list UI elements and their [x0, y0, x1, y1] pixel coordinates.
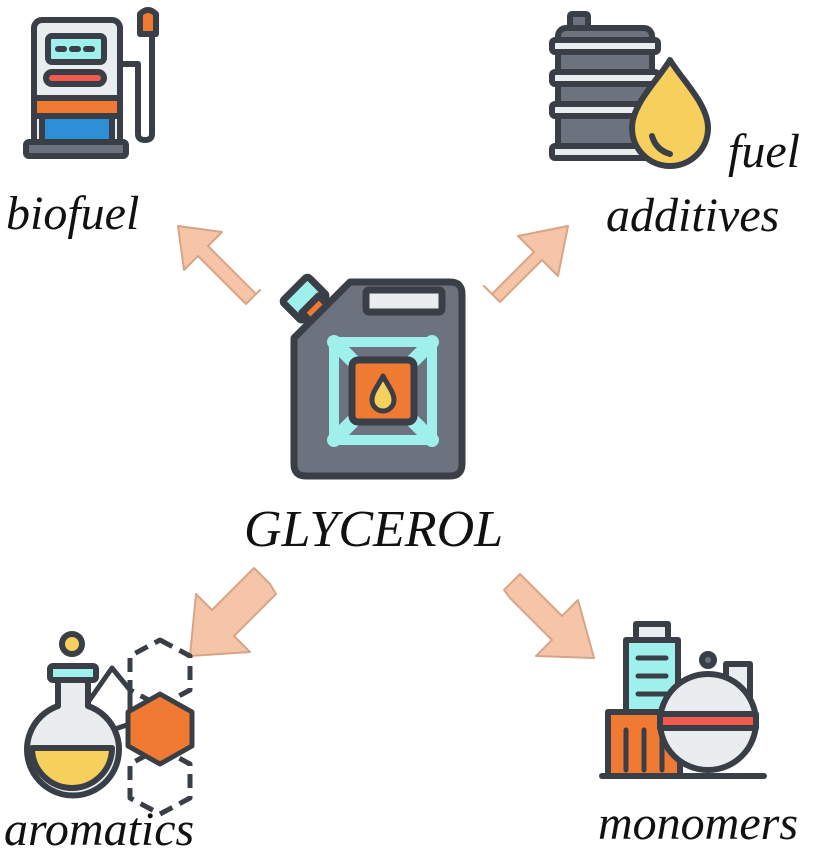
oil-drop-icon — [629, 57, 711, 169]
orange-hexagon — [125, 691, 195, 767]
label-glycerol: GLYCEROL — [244, 501, 504, 558]
factory-icon — [599, 621, 767, 779]
arrow-to-aromatics — [189, 567, 277, 657]
oil-barrel-icon — [549, 11, 661, 161]
arrow-to-biofuel — [177, 225, 261, 305]
fuel-pump-icon — [23, 7, 159, 159]
label-monomers: monomers — [598, 797, 798, 850]
flask-molecule-icon — [24, 631, 195, 817]
jerrycan-icon — [279, 273, 466, 480]
label-aromatics: aromatics — [4, 803, 195, 856]
arrows — [177, 225, 595, 659]
label-biofuel: biofuel — [6, 187, 140, 240]
arrow-to-monomers — [503, 573, 595, 659]
label-fuel-additives-line1: fuel — [728, 125, 800, 178]
label-fuel-additives-line2: additives — [606, 189, 780, 242]
arrow-to-fuel-additives — [483, 225, 569, 303]
